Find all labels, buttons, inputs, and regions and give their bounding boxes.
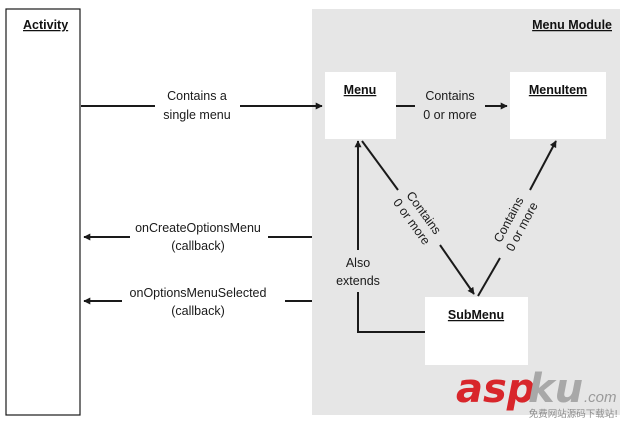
also-extends-connector: Also extends bbox=[336, 140, 425, 333]
contains-single-menu-label-2: single menu bbox=[163, 108, 230, 122]
menu-title: Menu bbox=[344, 83, 377, 97]
contains-single-menu-connector: Contains a single menu bbox=[81, 89, 323, 122]
svg-text:asp: asp bbox=[456, 366, 535, 412]
contains-single-menu-label-1: Contains a bbox=[167, 89, 227, 103]
on-create-options-menu-connector: onCreateOptionsMenu (callback) bbox=[83, 221, 312, 253]
menu-to-menuitem-connector: Contains 0 or more bbox=[396, 89, 508, 122]
menu-to-menuitem-label-2: 0 or more bbox=[423, 108, 477, 122]
svg-text:ku: ku bbox=[528, 366, 583, 412]
menu-module-title: Menu Module bbox=[532, 18, 612, 32]
submenu-title: SubMenu bbox=[448, 308, 504, 322]
on-create-options-menu-label: onCreateOptionsMenu bbox=[135, 221, 261, 235]
also-extends-label-1: Also bbox=[346, 256, 370, 270]
svg-text:免费网站源码下载站!: 免费网站源码下载站! bbox=[529, 408, 618, 420]
on-create-options-menu-callback: (callback) bbox=[171, 239, 225, 253]
menuitem-title: MenuItem bbox=[529, 83, 587, 97]
submenu-box bbox=[425, 297, 528, 365]
aspku-watermark-logo: asp ku .com 免费网站源码下载站! bbox=[456, 366, 618, 420]
on-options-menu-selected-label: onOptionsMenuSelected bbox=[130, 286, 267, 300]
on-options-menu-selected-callback: (callback) bbox=[171, 304, 225, 318]
menu-box bbox=[325, 72, 396, 139]
activity-title: Activity bbox=[23, 18, 68, 32]
activity-box bbox=[5, 8, 81, 416]
menu-to-menuitem-label-1: Contains bbox=[425, 89, 474, 103]
also-extends-label-2: extends bbox=[336, 274, 380, 288]
svg-text:.com: .com bbox=[584, 389, 617, 406]
on-options-menu-selected-connector: onOptionsMenuSelected (callback) bbox=[83, 286, 312, 318]
menuitem-box bbox=[510, 72, 606, 139]
